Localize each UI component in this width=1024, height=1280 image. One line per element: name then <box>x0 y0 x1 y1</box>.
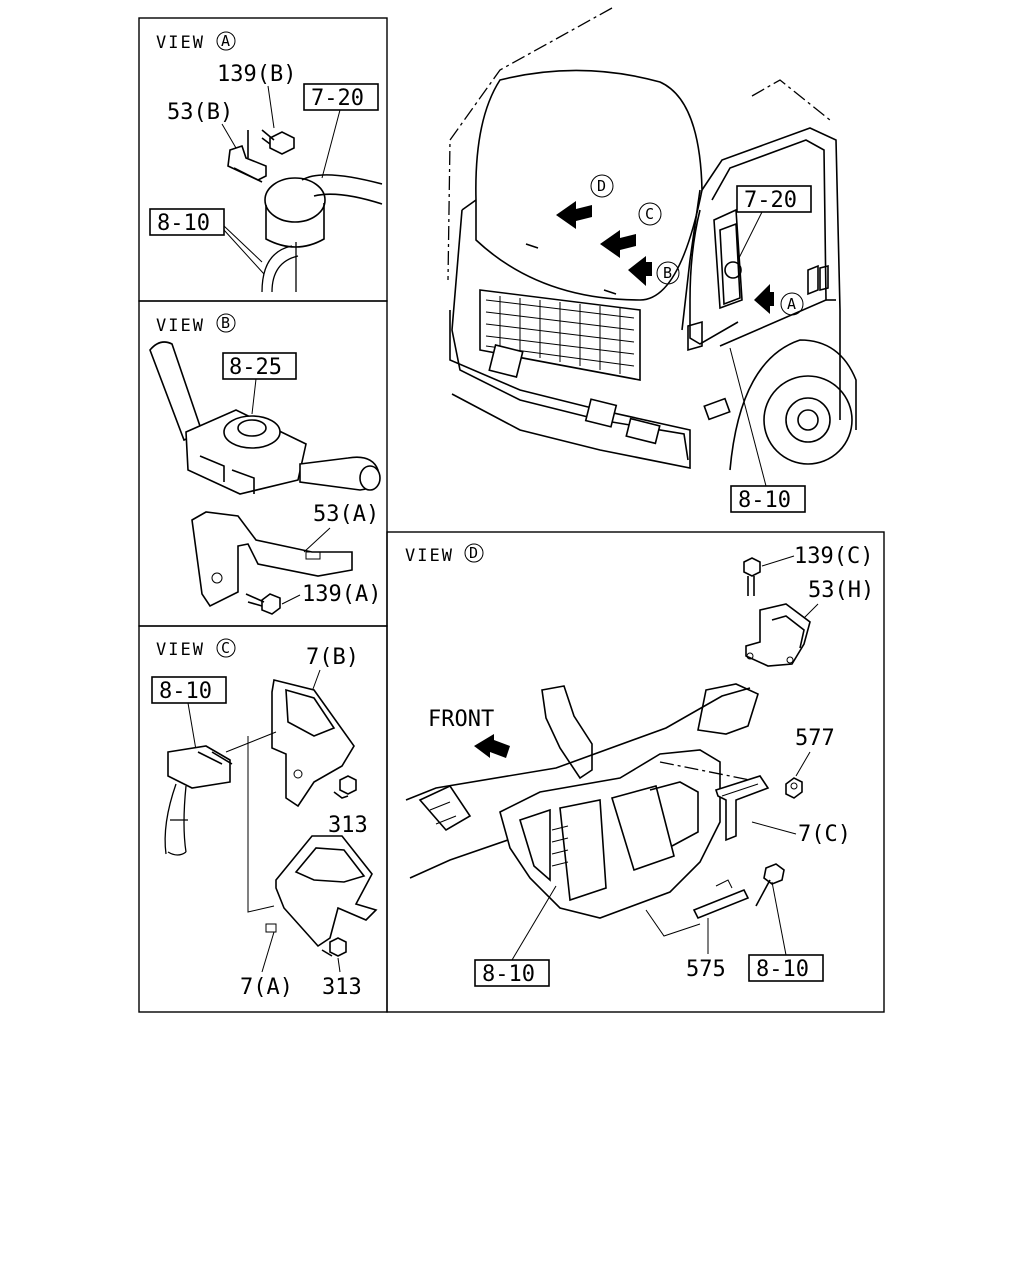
arrow-d <box>556 201 592 229</box>
label-313-top: 313 <box>328 813 368 838</box>
box-7-20-main <box>736 185 812 213</box>
view-d-title: VIEW <box>405 546 454 566</box>
label-8-10-a: 8-10 <box>157 211 210 236</box>
label-139b: 139(B) <box>217 62 296 87</box>
label-53h: 53(H) <box>808 578 874 603</box>
bolt-139a-part <box>245 593 281 615</box>
bolt-313-bottom-part <box>321 937 347 957</box>
bracket-53b-part <box>227 130 267 183</box>
view-b-marker: B <box>221 314 230 332</box>
view-b-panel: VIEW B 8-25 53(A) 139(A) <box>149 313 381 615</box>
label-8-10-d-left: 8-10 <box>482 962 535 987</box>
marker-b: B <box>663 264 672 282</box>
box-8-10-a <box>149 208 225 236</box>
dashboard-assembly-part <box>405 683 761 919</box>
label-8-10-main: 8-10 <box>738 488 791 513</box>
box-8-10-d-left <box>474 959 550 987</box>
connector-part <box>164 745 233 856</box>
view-c-marker-circle <box>216 638 236 658</box>
label-7c: 7(C) <box>798 822 851 847</box>
panel-frames <box>138 17 885 1013</box>
bracket-53h-part <box>745 603 811 667</box>
label-575: 575 <box>686 957 726 982</box>
label-7a: 7(A) <box>240 975 293 1000</box>
bracket-7c-part <box>714 775 770 842</box>
label-139a: 139(A) <box>302 582 381 607</box>
marker-d-circle <box>590 174 614 198</box>
label-313-bottom: 313 <box>322 975 362 1000</box>
marker-a: A <box>787 295 796 313</box>
marker-a-circle <box>780 292 804 316</box>
view-a-title: VIEW <box>156 33 205 53</box>
view-c-title: VIEW <box>156 640 205 660</box>
bolt-313-top-part <box>333 775 357 799</box>
view-a-panel: VIEW A 139(B) 53(B) 7-20 8-10 <box>149 31 383 293</box>
label-7-20-main: 7-20 <box>744 188 797 213</box>
nut-577-part <box>785 777 803 799</box>
view-c-marker: C <box>221 639 230 657</box>
box-7-20-a <box>303 83 379 111</box>
label-front: FRONT <box>428 707 494 732</box>
view-d-marker: D <box>469 544 478 562</box>
truck-cab-view: D C B A 7-20 8-10 <box>447 7 857 513</box>
label-8-25: 8-25 <box>229 355 282 380</box>
bolt-139b-part <box>261 129 295 155</box>
clip-575-part <box>692 879 750 920</box>
arrow-b <box>628 256 652 286</box>
label-139c: 139(C) <box>794 544 873 569</box>
combination-switch-part <box>149 341 381 495</box>
label-53b: 53(B) <box>167 100 233 125</box>
front-arrow <box>474 734 510 758</box>
marker-c: C <box>645 205 654 223</box>
bracket-7a-part <box>265 835 378 948</box>
label-8-10-d-right: 8-10 <box>756 957 809 982</box>
view-d-panel: VIEW D 139(C) 53(H) FRONT <box>405 543 874 987</box>
arrow-a <box>754 284 774 314</box>
view-d-marker-circle <box>464 543 484 563</box>
label-53a: 53(A) <box>313 502 379 527</box>
arrow-c <box>600 230 636 258</box>
box-8-10-main <box>730 485 806 513</box>
marker-b-circle <box>656 261 680 285</box>
box-8-25 <box>222 352 297 380</box>
bolt-8-10-part <box>755 863 785 907</box>
marker-d: D <box>597 177 606 195</box>
bracket-7b-part <box>271 679 355 808</box>
view-c-panel: VIEW C 7(B) 8-10 313 <box>151 638 378 1000</box>
view-a-marker: A <box>221 32 230 50</box>
view-a-marker-circle <box>216 31 236 51</box>
box-8-10-c <box>151 676 227 704</box>
bolt-139c-part <box>743 557 761 596</box>
bracket-53a-part <box>191 511 353 608</box>
marker-c-circle <box>638 202 662 226</box>
label-8-10-c: 8-10 <box>159 679 212 704</box>
label-7-20-a: 7-20 <box>311 86 364 111</box>
label-7b: 7(B) <box>306 645 359 670</box>
label-577: 577 <box>795 726 835 751</box>
tube-part <box>264 174 383 248</box>
view-b-title: VIEW <box>156 316 205 336</box>
view-b-marker-circle <box>216 313 236 333</box>
